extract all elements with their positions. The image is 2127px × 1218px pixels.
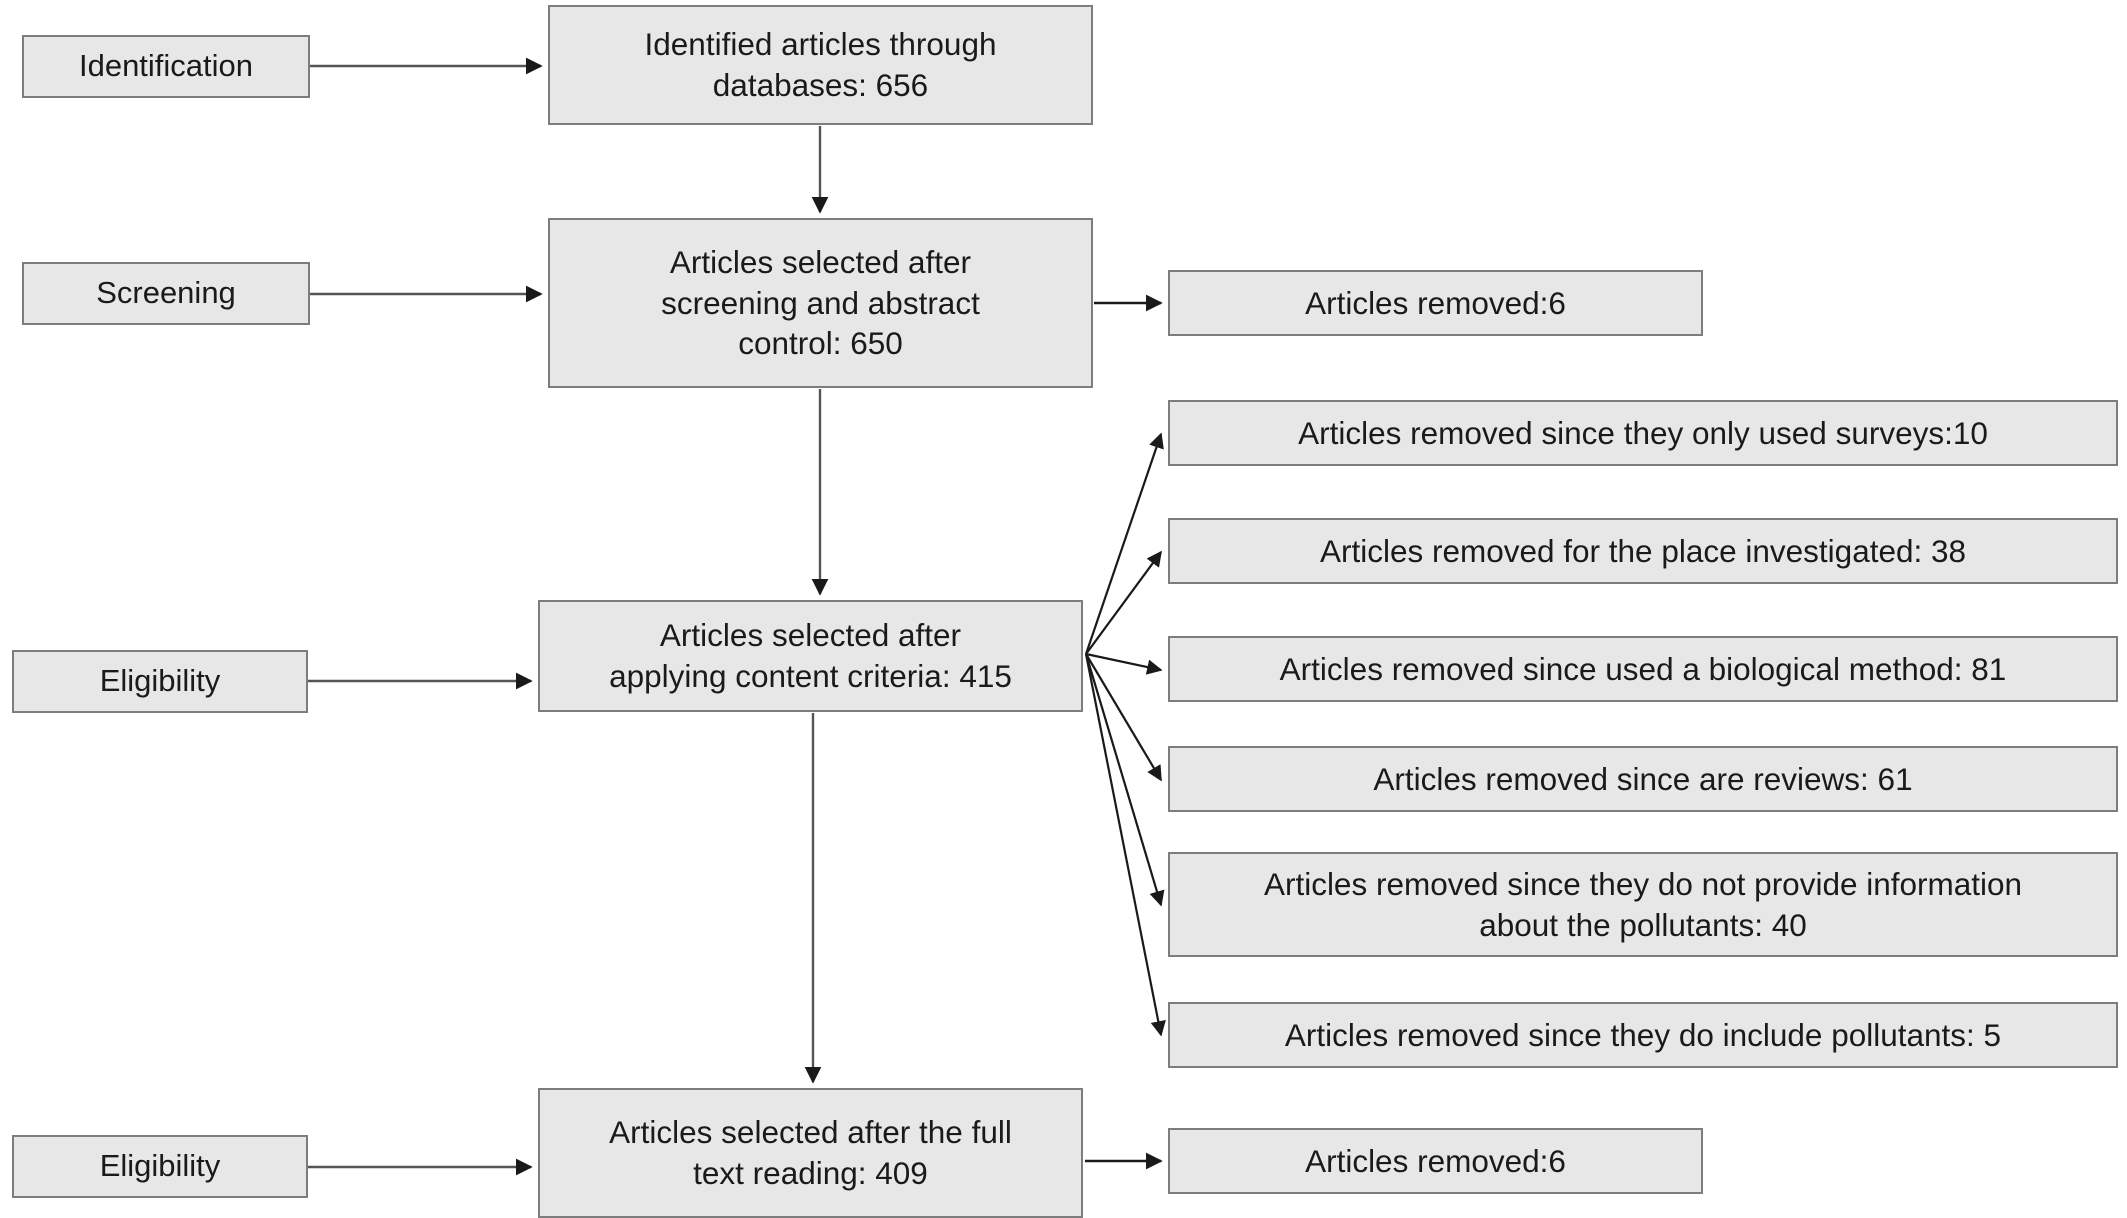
- flow-node-identified[interactable]: Identified articles through databases: 6…: [548, 5, 1093, 125]
- exclusion-node-full-text[interactable]: Articles removed:6: [1168, 1128, 1703, 1194]
- flow-node-full-text-text: Articles selected after the full text re…: [609, 1114, 1012, 1191]
- flow-node-content-criteria[interactable]: Articles selected after applying content…: [538, 600, 1083, 712]
- stage-label-eligibility-2[interactable]: Eligibility: [12, 1135, 308, 1198]
- stage-label-eligibility-2-text: Eligibility: [99, 1148, 221, 1184]
- stage-label-eligibility-1[interactable]: Eligibility: [12, 650, 308, 713]
- exclusion-node-screening[interactable]: Articles removed:6: [1168, 270, 1703, 336]
- edge-content-criteria-to-excl-no-pollutant-info: [1084, 653, 1165, 907]
- edge-content-criteria-to-excl-include-pollutants: [1084, 653, 1166, 1037]
- exclusion-node-surveys[interactable]: Articles removed since they only used su…: [1168, 400, 2118, 466]
- edge-content-criteria-to-excl-reviews: [1085, 653, 1162, 782]
- exclusion-node-reviews-text: Articles removed since are reviews: 61: [1373, 760, 1913, 797]
- exclusion-node-include-pollutants[interactable]: Articles removed since they do include p…: [1168, 1002, 2118, 1068]
- exclusion-node-place-text: Articles removed for the place investiga…: [1319, 532, 1967, 569]
- exclusion-node-include-pollutants-text: Articles removed since they do include p…: [1284, 1016, 2002, 1053]
- edge-content-criteria-to-excl-surveys: [1084, 432, 1164, 655]
- exclusion-node-no-pollutant-info-text: Articles removed since they do not provi…: [1263, 865, 2023, 943]
- flow-node-content-criteria-text: Articles selected after applying content…: [609, 617, 1012, 694]
- stage-label-identification[interactable]: Identification: [22, 35, 310, 98]
- stage-label-screening[interactable]: Screening: [22, 262, 310, 325]
- flow-node-identified-text: Identified articles through databases: 6…: [644, 26, 997, 103]
- exclusion-node-surveys-text: Articles removed since they only used su…: [1298, 414, 1988, 451]
- exclusion-node-biological[interactable]: Articles removed since used a biological…: [1168, 636, 2118, 702]
- exclusion-node-biological-text: Articles removed since used a biological…: [1279, 650, 2007, 687]
- exclusion-node-reviews[interactable]: Articles removed since are reviews: 61: [1168, 746, 2118, 812]
- exclusion-node-no-pollutant-info[interactable]: Articles removed since they do not provi…: [1168, 852, 2118, 957]
- stage-label-identification-text: Identification: [78, 48, 254, 84]
- exclusion-node-screening-text: Articles removed:6: [1305, 284, 1566, 321]
- edge-content-criteria-to-excl-biological: [1085, 652, 1163, 675]
- stage-label-eligibility-1-text: Eligibility: [99, 663, 221, 699]
- exclusion-node-place[interactable]: Articles removed for the place investiga…: [1168, 518, 2118, 584]
- exclusion-node-full-text-text: Articles removed:6: [1305, 1142, 1566, 1179]
- stage-label-screening-text: Screening: [96, 275, 236, 311]
- edge-content-criteria-to-excl-place: [1085, 550, 1162, 655]
- flow-node-screened[interactable]: Articles selected after screening and ab…: [548, 218, 1093, 388]
- flow-node-full-text[interactable]: Articles selected after the full text re…: [538, 1088, 1083, 1218]
- flow-node-screened-text: Articles selected after screening and ab…: [661, 243, 980, 362]
